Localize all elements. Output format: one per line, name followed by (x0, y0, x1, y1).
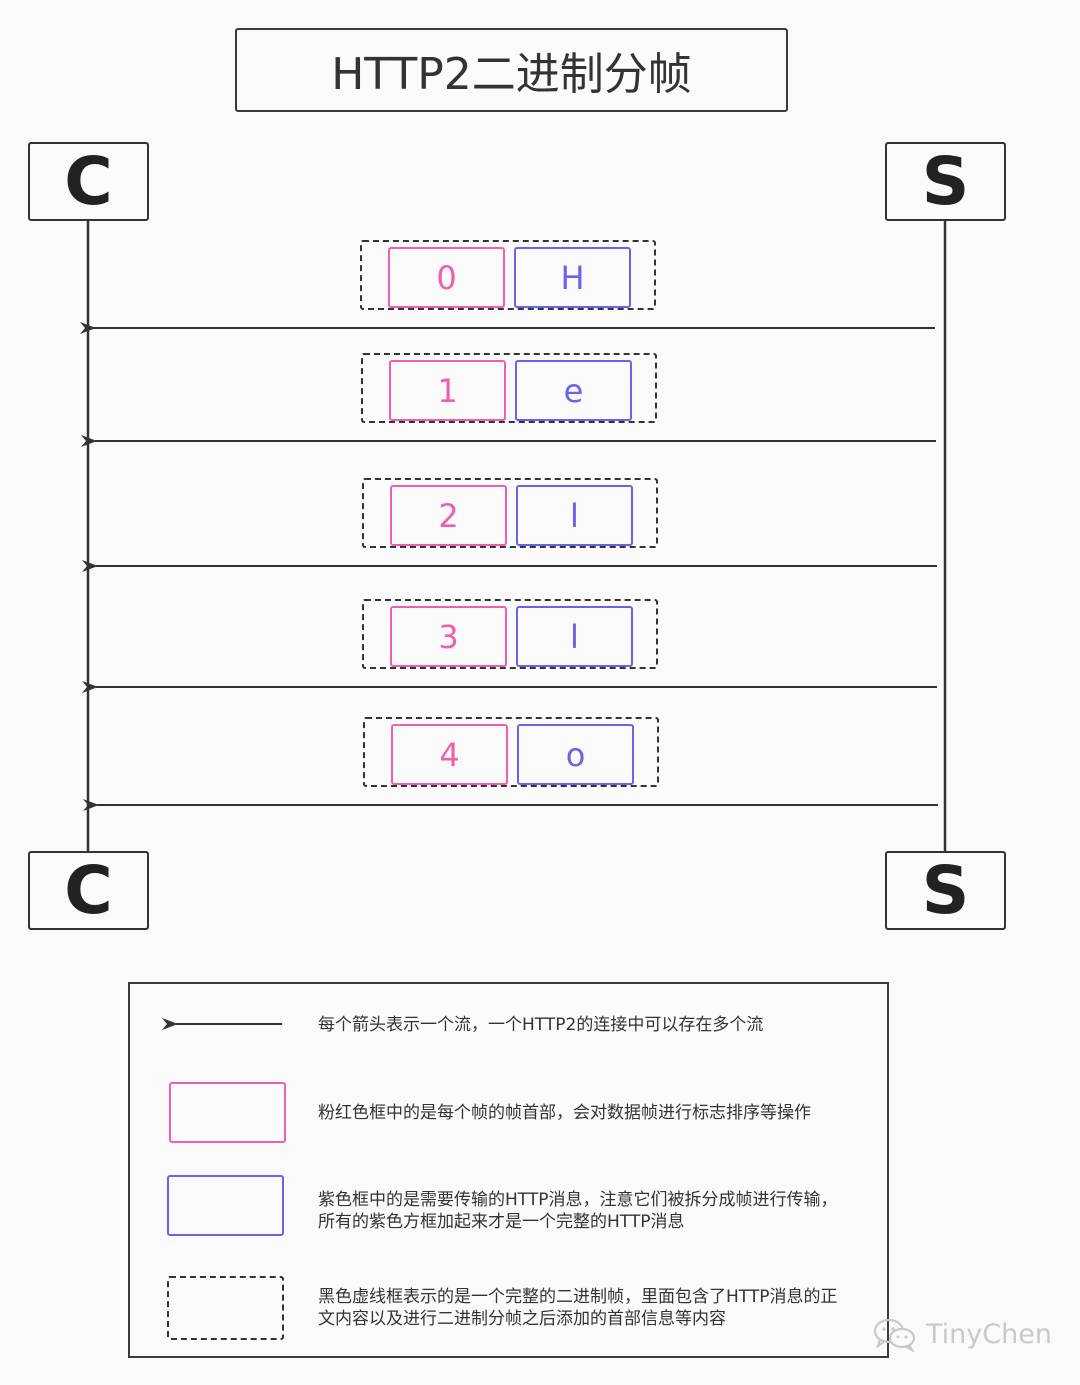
frame-header-cell: 1 (389, 360, 506, 421)
binary-frame-3: 3 l (362, 599, 658, 669)
frame-header-cell: 4 (391, 724, 508, 785)
server-node-bottom: S (885, 851, 1006, 930)
binary-frame-2: 2 l (362, 478, 658, 548)
client-node-bottom: C (28, 851, 149, 930)
binary-frame-1: 1 e (361, 353, 657, 423)
legend-purple-swatch (167, 1175, 284, 1236)
frame-header-cell: 2 (390, 485, 507, 546)
binary-frame-0: 0 H (360, 240, 656, 310)
frame-payload-cell: H (514, 247, 631, 308)
wechat-icon (873, 1318, 916, 1352)
frame-header-value: 3 (438, 617, 459, 656)
legend-pink-swatch (169, 1082, 286, 1143)
diagram-title-text: HTTP2二进制分帧 (331, 49, 692, 100)
frame-header-cell: 0 (388, 247, 505, 308)
frame-payload-value: l (570, 496, 579, 535)
server-node-top: S (885, 142, 1006, 221)
frame-payload-value: H (560, 258, 585, 297)
frame-header-value: 4 (439, 735, 460, 774)
diagram-title: HTTP2二进制分帧 (235, 28, 788, 112)
frame-payload-value: l (570, 617, 579, 656)
watermark: TinyChen (872, 1316, 1052, 1352)
server-node-label: S (921, 851, 970, 929)
legend-dashed-text: 黑色虚线框表示的是一个完整的二进制帧，里面包含了HTTP消息的正文内容以及进行二… (318, 1287, 838, 1329)
client-node-label: C (64, 851, 113, 929)
legend-arrow-text: 每个箭头表示一个流，一个HTTP2的连接中可以存在多个流 (318, 1015, 764, 1035)
frame-header-value: 2 (438, 496, 459, 535)
frame-header-value: 0 (436, 258, 457, 297)
frame-payload-cell: l (516, 606, 633, 667)
frame-header-cell: 3 (390, 606, 507, 667)
client-node-label: C (64, 142, 113, 220)
frame-payload-cell: l (516, 485, 633, 546)
binary-frame-4: 4 o (363, 717, 659, 787)
legend-pink-text: 粉红色框中的是每个帧的帧首部，会对数据帧进行标志排序等操作 (318, 1103, 811, 1123)
server-node-label: S (921, 142, 970, 220)
client-node-top: C (28, 142, 149, 221)
legend-purple-text: 紫色框中的是需要传输的HTTP消息，注意它们被拆分成帧进行传输，所有的紫色方框加… (318, 1190, 838, 1232)
frame-header-value: 1 (437, 371, 458, 410)
frame-payload-cell: e (515, 360, 632, 421)
watermark-text: TinyChen (926, 1318, 1052, 1350)
frame-payload-cell: o (517, 724, 634, 785)
frame-payload-value: e (563, 371, 584, 410)
frame-payload-value: o (565, 735, 586, 774)
legend-dashed-swatch (167, 1276, 284, 1340)
